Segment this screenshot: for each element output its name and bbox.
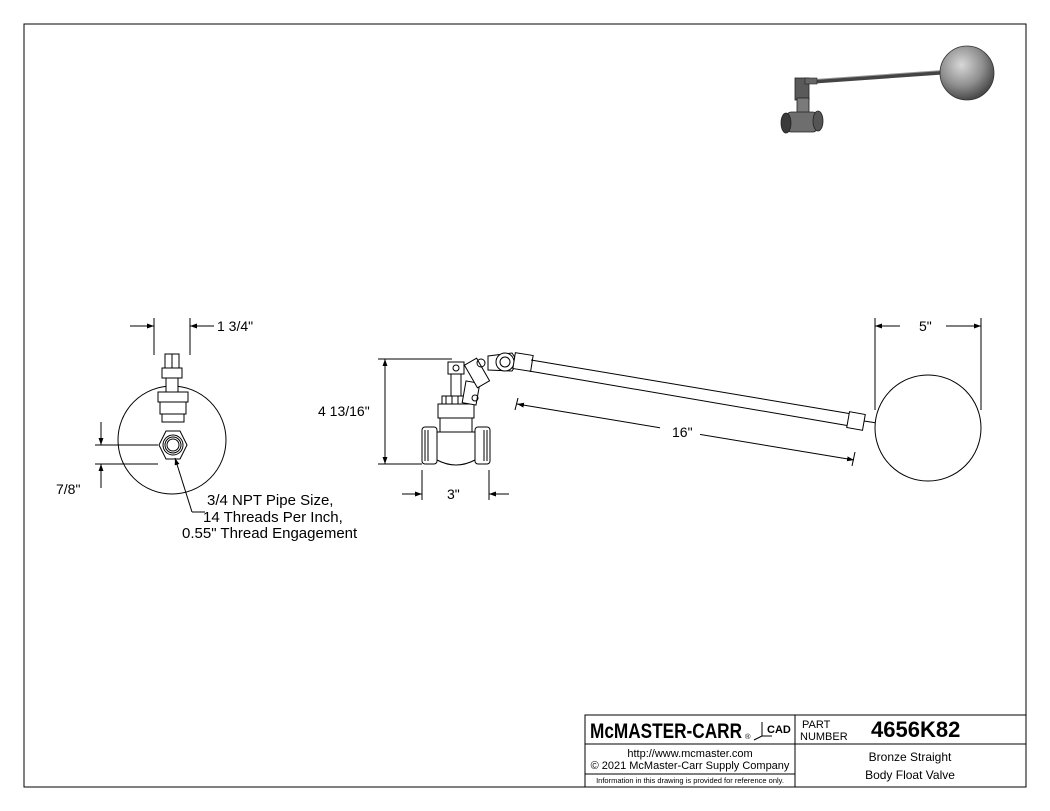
dim-height: 4 13/16" [318,403,370,419]
description-line-2: Body Float Valve [865,768,955,782]
description-line-1: Bronze Straight [869,750,952,764]
copyright: © 2021 McMaster-Carr Supply Company [591,760,790,772]
registered-mark: ® [745,732,751,741]
drawing-border [23,23,1027,788]
part-label-2: NUMBER [800,731,848,743]
dim-float-diameter: 5" [919,318,932,334]
dim-top-width: 1 3/4" [217,318,253,334]
title-block [584,714,1027,788]
thread-note-line-1: 3/4 NPT Pipe Size, [207,492,333,509]
cad-axis-icon [753,722,772,741]
website-url: http://www.mcmaster.com [627,748,752,760]
dim-bg [900,316,946,336]
isometric-thumbnail [780,45,995,134]
dim-arm-length: 16" [672,424,693,440]
part-label-1: PART [802,719,831,731]
end-view [95,318,227,513]
part-number: 4656K82 [871,717,960,742]
cad-label: CAD [767,724,791,736]
disclaimer: Information in this drawing is provided … [596,776,784,785]
thread-note-line-2: 14 Threads Per Inch, [203,509,343,526]
thread-note-line-3: 0.55" Thread Engagement [182,525,358,542]
side-view [378,318,982,500]
dim-left-offset: 7/8" [56,481,80,497]
dim-body-length: 3" [447,486,460,502]
mcmaster-logo: McMASTER-CARR [590,720,742,743]
dim-bg [660,422,700,442]
